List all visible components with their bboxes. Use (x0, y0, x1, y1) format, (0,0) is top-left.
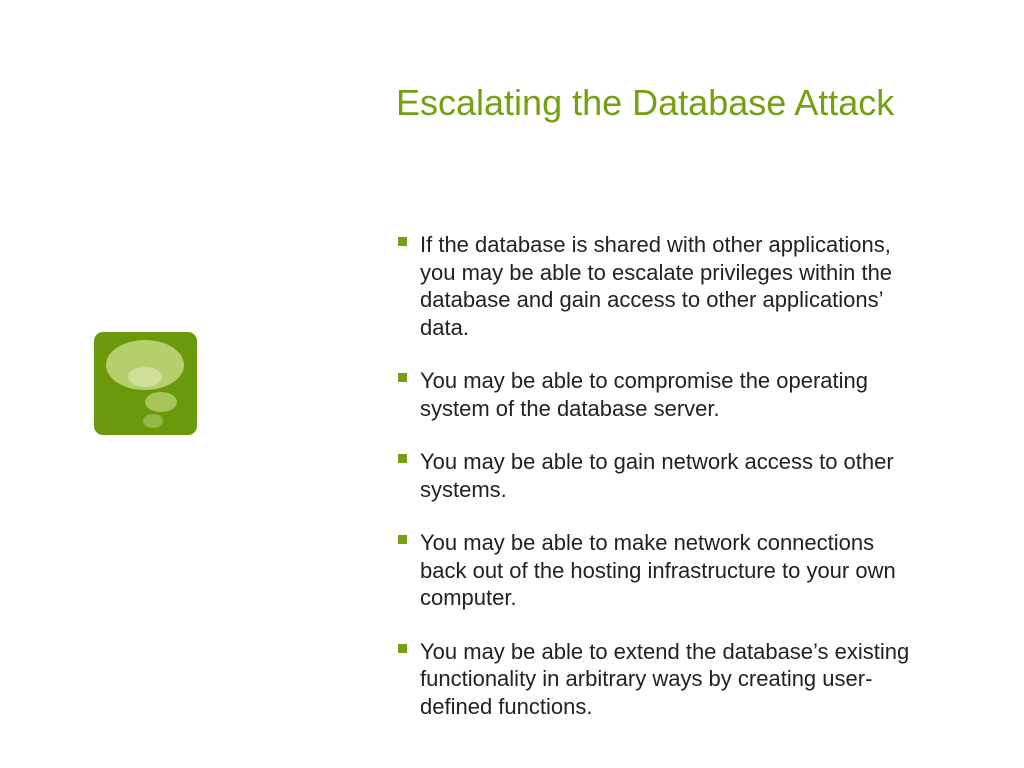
bullet-text: You may be able to gain network access t… (420, 449, 894, 502)
slide-title: Escalating the Database Attack (396, 82, 895, 123)
bullet-item: You may be able to gain network access t… (396, 448, 926, 503)
bullet-list: If the database is shared with other app… (396, 231, 926, 746)
bullet-item: You may be able to make network connecti… (396, 529, 926, 612)
square-bullet-icon (398, 535, 407, 544)
medium-bubble (145, 392, 177, 412)
bullet-text: You may be able to compromise the operat… (420, 368, 869, 421)
square-bullet-icon (398, 237, 407, 246)
bullet-text: You may be able to make network connecti… (420, 530, 896, 610)
thought-bubble-graphic (106, 340, 184, 428)
bullet-item: If the database is shared with other app… (396, 231, 926, 341)
square-bullet-icon (398, 454, 407, 463)
large-bubble (106, 340, 184, 390)
thought-bubble-icon (94, 332, 197, 435)
bullet-item: You may be able to extend the database’s… (396, 638, 926, 721)
square-bullet-icon (398, 373, 407, 382)
bullet-text: You may be able to extend the database’s… (420, 638, 910, 719)
bullet-text: If the database is shared with other app… (420, 232, 893, 340)
bullet-item: You may be able to compromise the operat… (396, 367, 926, 422)
small-bubble (143, 414, 163, 428)
square-bullet-icon (398, 643, 407, 653)
bubble-highlight (128, 367, 162, 387)
